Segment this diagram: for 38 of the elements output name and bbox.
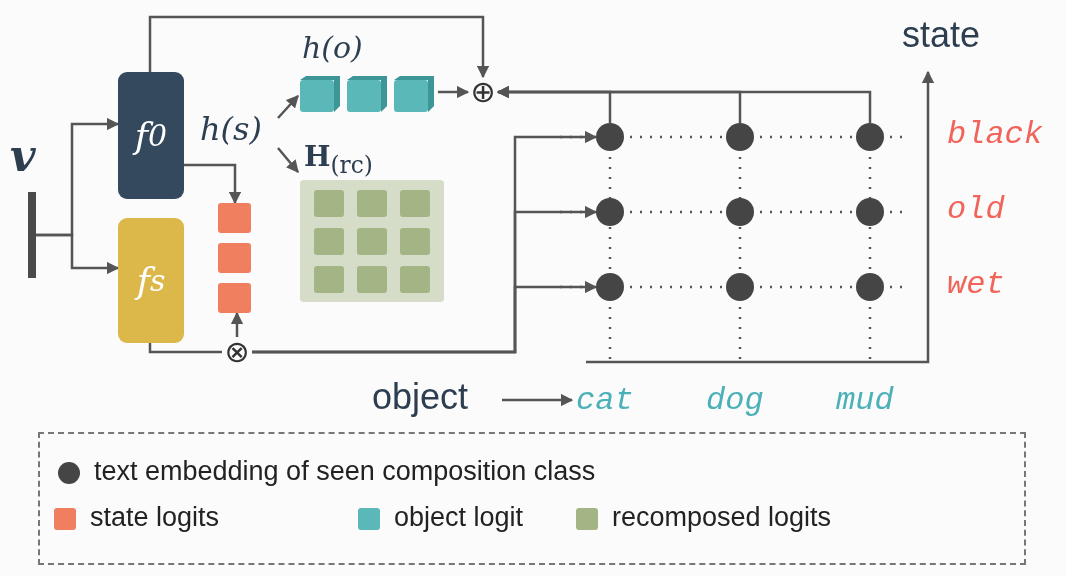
state-label: black	[947, 116, 1043, 153]
object-label: mud	[836, 382, 894, 419]
composition-dot	[726, 123, 754, 151]
connector-arrow	[502, 393, 574, 407]
variable-label: v	[10, 130, 36, 181]
axis-label: object	[372, 376, 469, 418]
connector-arrow	[184, 163, 242, 205]
operator-symbol: ⊗	[223, 337, 251, 367]
legend-text: object logit	[394, 502, 524, 533]
state-label: old	[947, 191, 1005, 228]
connector-arrow	[148, 15, 490, 79]
axis-label: state	[902, 14, 981, 56]
feature-label: h(s)	[200, 110, 262, 148]
operator-symbol: ⊕	[469, 77, 497, 107]
connector-arrow	[230, 311, 244, 337]
connector-arrow	[438, 85, 470, 99]
legend-text: state logits	[90, 502, 220, 533]
composition-dot	[856, 198, 884, 226]
connector-arrow	[277, 147, 299, 173]
composition-dot	[596, 198, 624, 226]
connector-arrow	[252, 280, 598, 354]
feature-label: h(o)	[302, 30, 363, 65]
composition-dot	[726, 198, 754, 226]
object-label: dog	[706, 382, 764, 419]
legend-text: text embedding of seen composition class	[94, 456, 596, 487]
composition-dot	[856, 273, 884, 301]
composition-dot	[596, 123, 624, 151]
composition-dot	[596, 273, 624, 301]
feature-label: H$_{(rc)}$	[304, 140, 373, 179]
legend-text: recomposed logits	[612, 502, 832, 533]
composition-dot	[726, 273, 754, 301]
object-label: cat	[576, 382, 634, 419]
connector-arrow	[277, 95, 299, 119]
connector-arrow	[36, 233, 120, 275]
connector-line	[148, 343, 222, 354]
state-label: wet	[947, 266, 1005, 303]
composition-dot	[856, 123, 884, 151]
connector-arrow	[496, 85, 872, 123]
